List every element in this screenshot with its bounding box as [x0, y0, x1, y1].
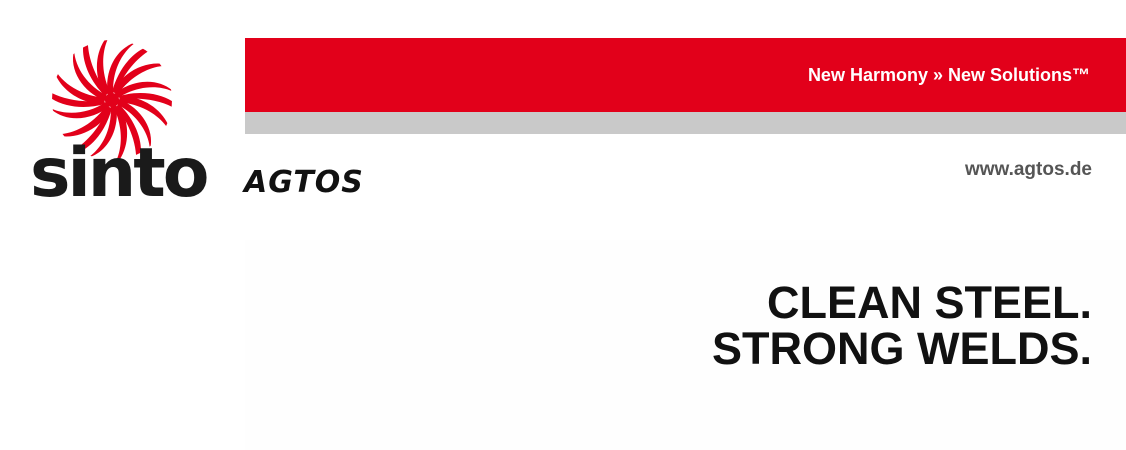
header-banner: New Harmony » New Solutions™ [245, 38, 1126, 112]
headline-line-2: STRONG WELDS. [712, 323, 1092, 374]
sinto-wordmark: sinto [30, 134, 209, 213]
headline-line-1: CLEAN STEEL. [766, 277, 1092, 328]
swirl-logo-icon [52, 40, 172, 160]
hero-headline: CLEAN STEEL. STRONG WELDS. [712, 280, 1092, 372]
tagline: New Harmony » New Solutions™ [807, 65, 1090, 85]
sinto-logo: sinto [28, 28, 209, 218]
hero-panel [245, 240, 1126, 450]
banner-underline [245, 112, 1126, 134]
website-link[interactable]: www.agtos.de [964, 159, 1092, 180]
agtos-logo: AGTOS [244, 165, 364, 200]
